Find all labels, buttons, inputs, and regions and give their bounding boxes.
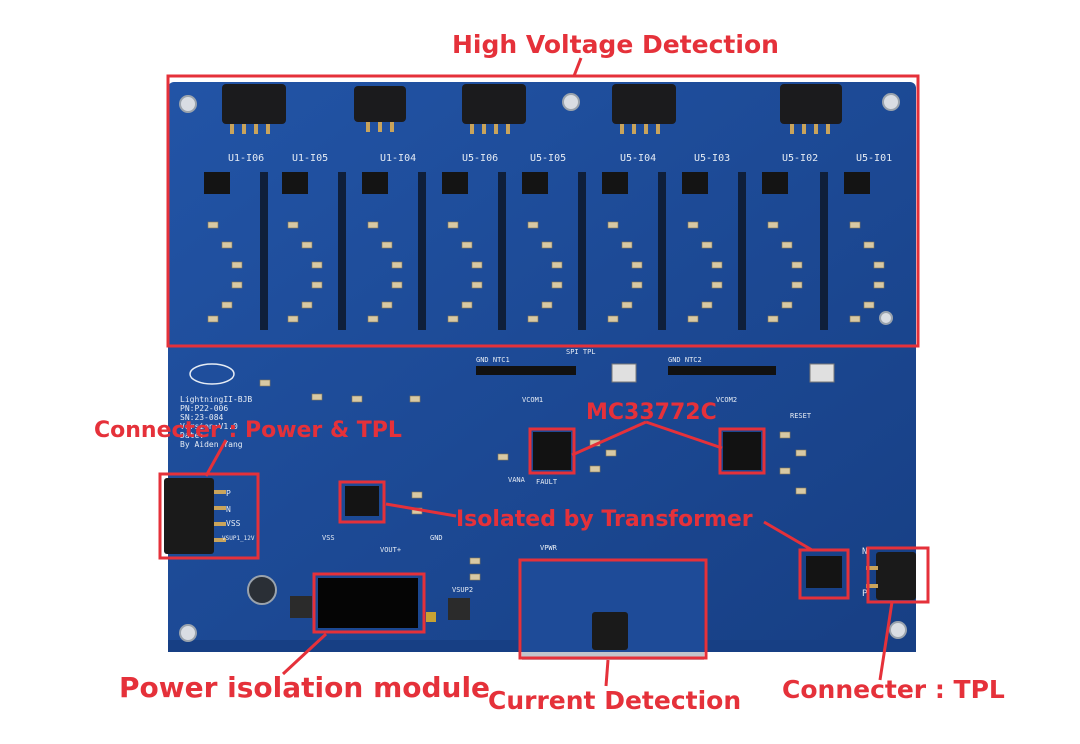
transformer-right xyxy=(806,556,842,588)
label-mc33772c: MC33772C xyxy=(586,400,717,425)
company-logo xyxy=(189,363,235,385)
silk-board-author: By Aiden Yang xyxy=(180,440,243,449)
silk-channel-label: U5-I06 xyxy=(462,153,498,164)
tpl-pin-labels: N P xyxy=(862,547,868,599)
label-isolated-by-transformer: Isolated by Transformer xyxy=(456,507,753,532)
label-current-detection: Current Detection xyxy=(488,686,742,715)
tpl-connector xyxy=(876,552,916,600)
silk-channel-label: U5-I01 xyxy=(856,153,892,164)
silk-pin-vss: VSS xyxy=(226,519,241,528)
mc33772c-chips xyxy=(533,432,761,470)
current-detection-box xyxy=(518,558,708,660)
leader-mc-left xyxy=(571,420,647,457)
silk-ntc1: GND NTC1 xyxy=(476,356,510,364)
power-isolation-box xyxy=(312,572,426,634)
silk-fault: FAULT xyxy=(536,478,558,486)
silk-board-sn: SN:23-084 xyxy=(180,413,224,422)
leader-hv xyxy=(572,57,583,77)
tantalum-capacitor xyxy=(426,612,436,622)
mc33772c-right-box xyxy=(718,427,766,475)
connector-pin-labels: P N VSS VSUP1_12V xyxy=(222,489,255,542)
resistor-ladders xyxy=(207,221,885,323)
tact-switches xyxy=(611,363,835,383)
inductor-left xyxy=(290,596,312,618)
hv-connector-pins xyxy=(230,122,830,134)
silk-reset: RESET xyxy=(790,412,812,420)
silk-channel-label: U5-I03 xyxy=(694,153,730,164)
power-isolation-module xyxy=(318,578,418,628)
silk-channel-label: U5-I04 xyxy=(620,153,656,164)
silk-vana: VANA xyxy=(508,476,526,484)
silk-channel-label: U1-I06 xyxy=(228,153,264,164)
silk-gnd: GND xyxy=(430,534,443,542)
board-info-silk: LightningII-BJB PN:P22-006 SN:23-084 Ver… xyxy=(180,395,252,449)
misc-silk: SPI TPL GND NTC1 GND NTC2 VCOM1 VCOM2 FA… xyxy=(322,348,812,594)
mounting-holes xyxy=(179,93,907,642)
leader-iso-right xyxy=(763,520,813,552)
transformer-left-box xyxy=(338,480,386,524)
label-connector-tpl: Connecter : TPL xyxy=(782,675,1005,704)
channel-chips xyxy=(204,172,870,194)
leader-current xyxy=(604,659,610,687)
label-connector-power-tpl: Connecter : Power & TPL xyxy=(94,418,402,443)
silk-vcom2: VCOM2 xyxy=(716,396,737,404)
silk-ntc2: GND NTC2 xyxy=(668,356,702,364)
power-tpl-connector-box xyxy=(158,472,260,560)
silk-tpl-pin-p: P xyxy=(862,589,868,599)
silk-vss: VSS xyxy=(322,534,335,542)
transformer-right-box xyxy=(798,548,850,600)
channel-silk-labels: U1-I06 U1-I05 U1-I04 U5-I06 U5-I05 U5-I0… xyxy=(228,153,892,164)
silk-channel-label: U5-I02 xyxy=(782,153,818,164)
hv-detection-box xyxy=(166,74,920,348)
silk-vout: VOUT+ xyxy=(380,546,401,554)
silk-vcom1: VCOM1 xyxy=(522,396,543,404)
silk-tpl-pin-n: N xyxy=(862,547,867,557)
transformer-left xyxy=(345,486,379,516)
tpl-connector-pins xyxy=(866,566,878,588)
electrolytic-capacitor xyxy=(247,575,277,605)
silk-pin-n: N xyxy=(226,505,231,514)
annotation-boxes xyxy=(158,74,930,660)
silk-channel-label: U5-I05 xyxy=(530,153,566,164)
mc33772c-left-box xyxy=(528,427,576,475)
label-power-isolation-module: Power isolation module xyxy=(119,671,491,704)
tpl-connector-box xyxy=(866,546,930,604)
silk-board-pn: PN:P22-006 xyxy=(180,404,228,413)
silk-channel-label: U1-I05 xyxy=(292,153,328,164)
power-tpl-connector xyxy=(164,478,214,554)
silk-board-name: LightningII-BJB xyxy=(180,395,252,404)
header-pins xyxy=(476,366,776,375)
silk-board-date: Date: xyxy=(180,431,204,440)
leader-connector-power xyxy=(204,439,228,477)
isolation-slots xyxy=(260,172,828,330)
annotation-leaders xyxy=(204,57,894,687)
passive-components xyxy=(259,379,807,581)
leader-mc-right xyxy=(645,420,723,450)
leader-power-iso xyxy=(281,632,328,676)
silk-pin-p: P xyxy=(226,489,231,498)
silk-pin-vsup: VSUP1_12V xyxy=(222,535,255,542)
hv-connectors xyxy=(222,84,842,124)
inductor-right xyxy=(448,598,470,620)
silk-vsup2: VSUP2 xyxy=(452,586,473,594)
silk-vpwr: VPWR xyxy=(540,544,558,552)
current-sensor-connector xyxy=(592,612,628,650)
leader-tpl xyxy=(878,601,894,681)
leader-iso-left xyxy=(385,502,457,518)
current-board-cutout xyxy=(522,652,704,660)
silk-board-version: Version:V1.0 xyxy=(180,422,238,431)
label-high-voltage-detection: High Voltage Detection xyxy=(452,30,779,59)
power-tpl-connector-pins xyxy=(214,490,226,542)
silk-spi-tpl: SPI TPL xyxy=(566,348,596,356)
silk-channel-label: U1-I04 xyxy=(380,153,416,164)
